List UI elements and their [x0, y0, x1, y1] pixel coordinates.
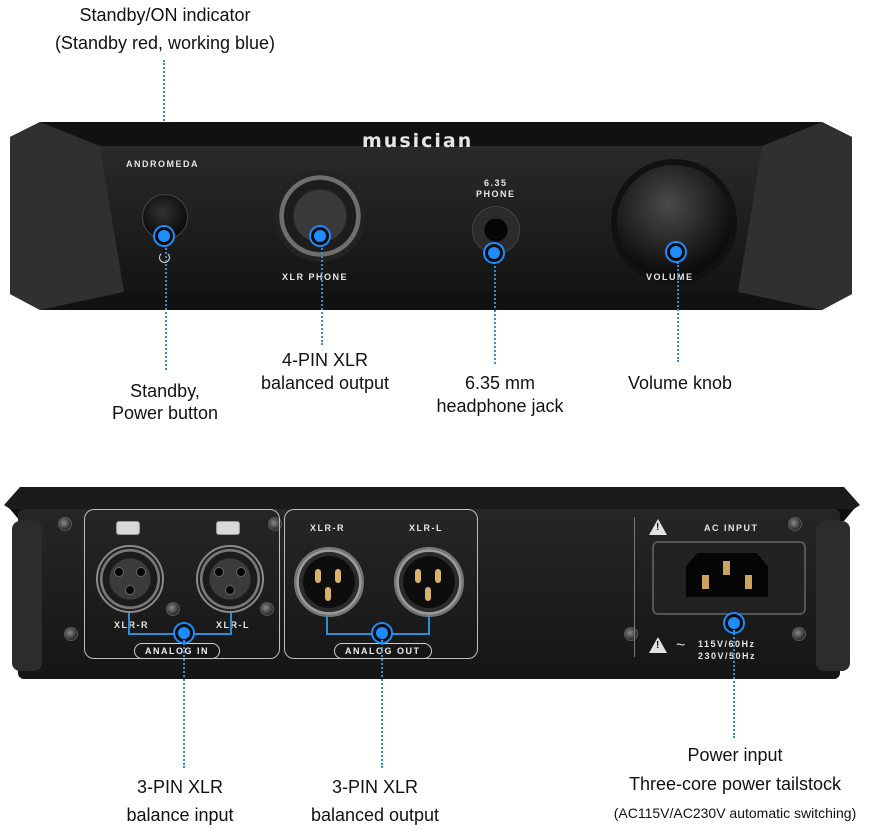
- pin: [425, 587, 431, 601]
- analog-out-callout-line1: 3-PIN XLR: [331, 777, 419, 797]
- pin: [335, 569, 341, 583]
- analog-out-xlr-l-label: XLR-L: [409, 523, 443, 533]
- latch: [116, 521, 140, 535]
- ac-input-label: AC INPUT: [704, 523, 759, 533]
- xlr4-marker: [314, 230, 326, 242]
- power-input-leader: [733, 630, 735, 738]
- jack-label-top: 6.35: [484, 178, 508, 188]
- volume-callout: Volume knob: [627, 373, 733, 393]
- pin: [225, 585, 235, 595]
- iec-socket: [686, 553, 768, 597]
- jack-marker: [488, 247, 500, 259]
- power-icon: [159, 252, 170, 263]
- pin: [415, 569, 421, 583]
- power-input-marker: [728, 617, 740, 629]
- screw: [58, 517, 72, 531]
- pin: [702, 575, 709, 589]
- analog-in-xlr-r-jack[interactable]: [96, 545, 164, 613]
- analog-out-xlr-r-jack[interactable]: [294, 547, 364, 617]
- analog-in-xlr-l-label: XLR-L: [216, 620, 250, 630]
- indicator-leader: [163, 60, 165, 153]
- analog-in-marker: [178, 627, 190, 639]
- pin: [435, 569, 441, 583]
- analog-out-marker: [376, 627, 388, 639]
- warning-icon: !: [649, 519, 667, 535]
- pin: [745, 575, 752, 589]
- iec-power-inlet[interactable]: [652, 541, 806, 615]
- analog-in-xlr-r-label: XLR-R: [114, 620, 149, 630]
- analog-in-callout-line2: balance input: [126, 805, 234, 825]
- pin: [136, 567, 146, 577]
- jack-label-bottom: PHONE: [476, 189, 516, 199]
- xlr4-callout-line1: 4-PIN XLR: [281, 350, 369, 370]
- power-leader: [165, 245, 167, 370]
- power-input-callout-line1: Power input: [687, 745, 783, 765]
- rear-panel: XLR-R XLR-L ANALOG IN XLR-R XLR-L ANALOG…: [4, 487, 860, 679]
- pin: [723, 561, 730, 575]
- pin: [125, 585, 135, 595]
- ac-spec-2: 230V/50Hz: [698, 651, 757, 661]
- analog-out-callout-line2: balanced output: [310, 805, 440, 825]
- analog-in-callout-line1: 3-PIN XLR: [136, 777, 224, 797]
- latch: [216, 521, 240, 535]
- pin: [236, 567, 246, 577]
- volume-knob[interactable]: [617, 165, 731, 279]
- xlr-phone-label: XLR PHONE: [282, 272, 349, 282]
- model-name: ANDROMEDA: [126, 159, 199, 169]
- pin: [114, 567, 124, 577]
- ac-spec-1: 115V/60Hz: [698, 639, 756, 649]
- volume-marker: [670, 246, 682, 258]
- power-callout-line2: Power button: [111, 403, 219, 423]
- xlr4-callout-line2: balanced output: [260, 373, 390, 393]
- pin: [214, 567, 224, 577]
- power-input-callout-line3: (AC115V/AC230V automatic switching): [613, 805, 857, 821]
- power-indicator-marker: [158, 230, 170, 242]
- front-panel: musician ANDROMEDA XLR PHONE 6.35 PHONE …: [10, 122, 852, 310]
- xlr4-leader: [321, 245, 323, 345]
- analog-out-xlr-l-jack[interactable]: [394, 547, 464, 617]
- screw: [260, 602, 274, 616]
- jack-leader: [494, 262, 496, 364]
- screw: [792, 627, 806, 641]
- xlr4-jack[interactable]: [274, 170, 366, 262]
- jack-callout-line2: headphone jack: [436, 396, 564, 416]
- screw: [788, 517, 802, 531]
- power-callout-line1: Standby,: [130, 381, 200, 401]
- jack-callout-line1: 6.35 mm: [464, 373, 536, 393]
- warning-icon: !: [649, 637, 667, 653]
- power-input-callout-line2: Three-core power tailstock: [628, 774, 842, 794]
- analog-in-label: ANALOG IN: [134, 643, 220, 659]
- tilde-mark: ~: [676, 637, 686, 654]
- analog-out-xlr-r-label: XLR-R: [310, 523, 345, 533]
- screw: [64, 627, 78, 641]
- analog-in-leader: [183, 640, 185, 768]
- pin: [315, 569, 321, 583]
- analog-out-leader: [381, 640, 383, 768]
- headphone-jack[interactable]: [472, 206, 520, 254]
- indicator-callout-line1: Standby/ON indicator: [79, 5, 251, 25]
- screw: [166, 602, 180, 616]
- power-section-divider: [634, 517, 635, 657]
- pin: [325, 587, 331, 601]
- indicator-callout-line2: (Standby red, working blue): [54, 33, 276, 53]
- volume-label: VOLUME: [646, 272, 694, 282]
- brand-logo: musician: [362, 130, 474, 152]
- analog-in-xlr-l-jack[interactable]: [196, 545, 264, 613]
- screw: [624, 627, 638, 641]
- volume-leader: [677, 262, 679, 362]
